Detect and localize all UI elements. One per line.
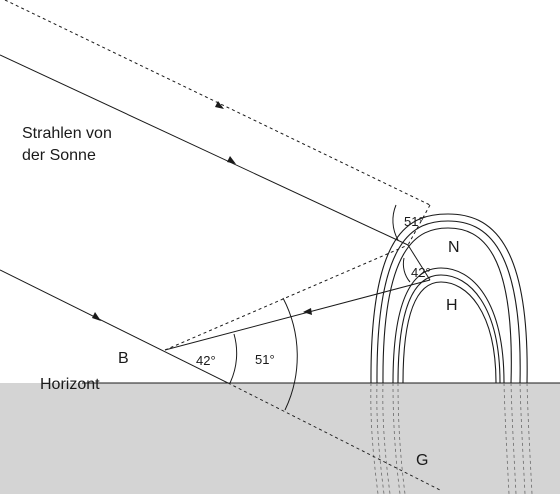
secondary-reflect-line xyxy=(407,244,431,281)
rays-label-line2: der Sonne xyxy=(22,147,96,164)
angle-42-at-bow-label: 42° xyxy=(411,265,431,280)
arc-42-at-bow xyxy=(402,257,411,283)
arrow-bottom-ray xyxy=(92,312,101,321)
top-ray-to-bow-dashed xyxy=(407,204,431,246)
sight-line-secondary-dashed xyxy=(164,244,409,351)
observer-label: B xyxy=(118,350,129,367)
horizon-label: Horizont xyxy=(40,376,100,393)
observer-angle-arcs xyxy=(229,297,298,411)
angle-51-at-bow-label: 51° xyxy=(404,214,424,229)
sun-ray-middle xyxy=(0,54,409,246)
angle-42-at-observer-label: 42° xyxy=(196,353,216,368)
bow-angle-arcs xyxy=(392,204,411,283)
arc-42-at-observer xyxy=(229,333,238,384)
arrow-reflected-ray xyxy=(303,308,312,315)
arc-51-at-bow xyxy=(392,204,399,241)
angle-51-at-observer-label: 51° xyxy=(255,352,275,367)
sun-rays xyxy=(0,0,431,384)
secondary-bow-label: N xyxy=(448,239,460,256)
ray-arrowheads xyxy=(92,101,312,321)
primary-bow-label: H xyxy=(446,297,458,314)
arrow-top-ray xyxy=(215,101,224,109)
secondary-rainbow-arcs xyxy=(370,213,528,384)
observer-sight-lines xyxy=(164,204,431,351)
primary-rainbow-arcs xyxy=(392,267,505,384)
ground-point-label: G xyxy=(416,452,428,469)
arrow-middle-ray xyxy=(227,156,236,164)
arc-51-at-observer xyxy=(282,297,298,411)
bow-continuation-dashed xyxy=(370,382,533,494)
sun-ray-bottom xyxy=(0,269,229,384)
sight-line-primary xyxy=(164,279,431,351)
rays-label-line1: Strahlen von xyxy=(22,125,112,142)
ground-area xyxy=(0,383,560,494)
